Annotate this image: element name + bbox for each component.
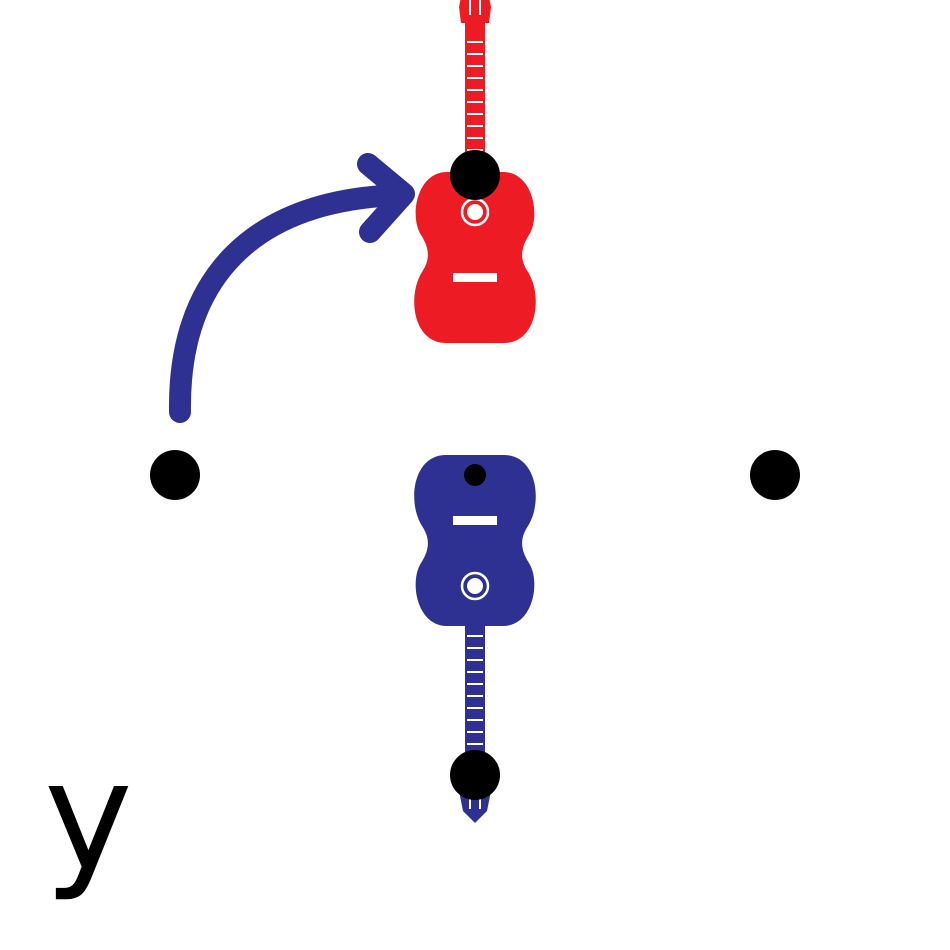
left-point	[150, 450, 200, 500]
curved-arrow-icon	[168, 153, 415, 423]
right-point	[750, 450, 800, 500]
center-point	[464, 464, 486, 486]
diagram-label: y	[44, 730, 133, 904]
top-point	[450, 150, 500, 200]
bottom-point	[450, 750, 500, 800]
